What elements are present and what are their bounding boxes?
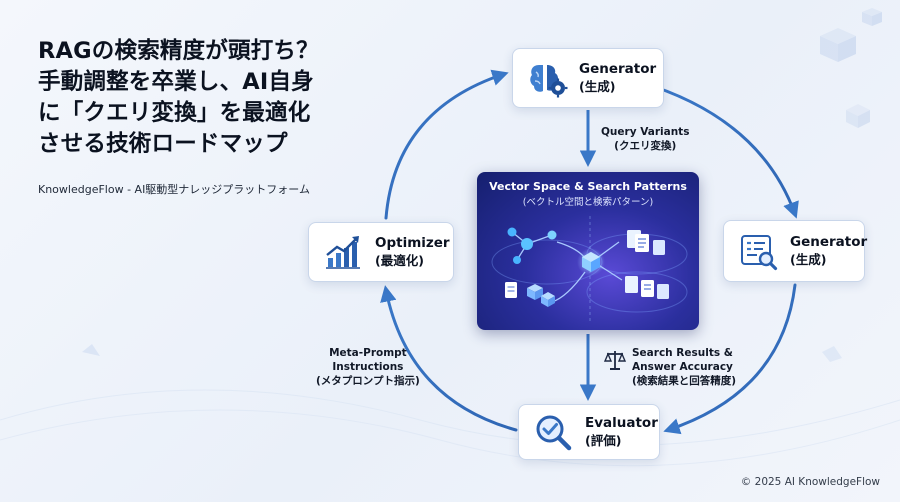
page-title: RAGの検索精度が頭打ち？ 手動調整を卒業し、AI自身 に「クエリ変換」を最適化… — [38, 36, 378, 160]
generator-right-title: Generator — [790, 234, 868, 250]
evaluator-subtitle: (評価) — [585, 433, 622, 448]
copyright: © 2025 AI KnowledgeFlow — [740, 476, 880, 488]
evaluator-title: Evaluator — [585, 415, 658, 431]
scale-icon — [603, 351, 627, 370]
arrow-right-to-evaluator — [663, 283, 797, 435]
vector-space-title: Vector Space & Search Patterns — [489, 180, 687, 193]
generator-top-title: Generator — [579, 61, 657, 77]
optimizer-subtitle: (最適化) — [375, 253, 424, 268]
generator-right-node[interactable]: Generator (生成) — [723, 220, 868, 282]
generator-right-subtitle: (生成) — [790, 252, 827, 267]
meta-prompt-label: Meta-Prompt Instructions (メタプロンプト指示) — [316, 346, 420, 388]
growth-chart-icon — [321, 230, 365, 274]
query-variants-label: Query Variants (クエリ変換) — [601, 125, 689, 153]
page-subtitle: KnowledgeFlow - AI駆動型ナレッジプラットフォーム — [38, 183, 310, 196]
optimizer-title: Optimizer — [375, 235, 450, 251]
optimizer-node[interactable]: Optimizer (最適化) — [308, 222, 454, 282]
evaluator-node[interactable]: Evaluator (評価) — [518, 404, 660, 460]
search-results-line-1: Search Results & — [632, 347, 733, 359]
document-search-icon — [736, 229, 780, 273]
generator-top-subtitle: (生成) — [579, 79, 616, 94]
meta-prompt-line-2: Instructions — [332, 361, 404, 373]
title-line-1: RAGの検索精度が頭打ち？ — [38, 38, 319, 64]
title-line-4: させる技術ロードマップ — [38, 131, 288, 157]
magnifier-check-icon — [531, 410, 575, 454]
arrow-top-to-right — [638, 80, 799, 219]
brain-gear-icon — [525, 56, 569, 100]
search-results-line-3: (検索結果と回答精度) — [632, 375, 737, 387]
vector-space-panel: Vector Space & Search Patterns (ベクトル空間と検… — [477, 172, 699, 330]
title-line-2: 手動調整を卒業し、AI自身 — [38, 69, 314, 95]
title-line-3: に「クエリ変換」を最適化 — [38, 100, 311, 126]
arrow-optimizer-to-top — [384, 69, 509, 220]
vector-space-subtitle: (ベクトル空間と検索パターン) — [522, 197, 654, 208]
search-results-line-2: Answer Accuracy — [632, 361, 733, 373]
meta-prompt-line-3: (メタプロンプト指示) — [316, 375, 420, 387]
generator-top-node[interactable]: Generator (生成) — [512, 48, 664, 108]
meta-prompt-line-1: Meta-Prompt — [329, 347, 407, 359]
vector-space-illustration — [491, 216, 688, 322]
query-variants-line-1: Query Variants — [601, 126, 690, 138]
arrow-evaluator-to-optimizer — [380, 285, 518, 432]
query-variants-line-2: (クエリ変換) — [614, 140, 677, 152]
search-results-label: Search Results & Answer Accuracy (検索結果と回… — [632, 346, 736, 388]
